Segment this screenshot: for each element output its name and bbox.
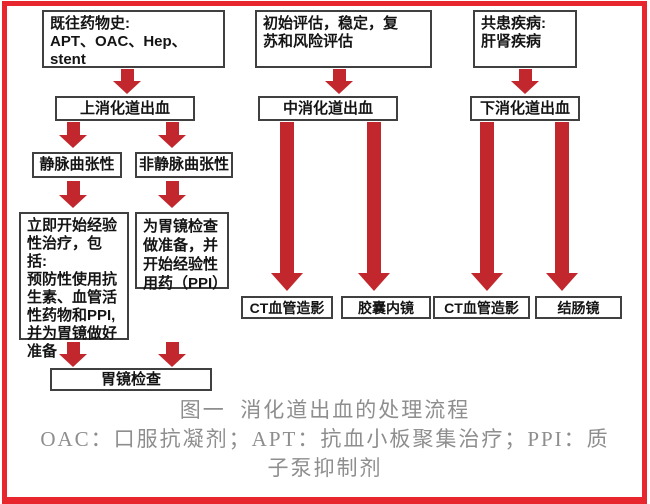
node-non-variceal: 非静脉曲张性	[135, 152, 233, 178]
node-initial-assessment: 初始评估，稳定，复 苏和风险评估	[255, 10, 432, 68]
node-comorbidity: 共患疾病: 肝肾疾病	[473, 10, 577, 68]
arrow-down-icon	[59, 122, 87, 148]
node-ct-angiography-mid: CT血管造影	[241, 296, 333, 319]
arrow-down-icon	[471, 122, 503, 291]
node-colonoscopy: 结肠镜	[535, 296, 622, 319]
node-upper-gi-bleeding: 上消化道出血	[55, 96, 195, 121]
arrow-down-icon	[158, 181, 186, 208]
node-empiric-treatment: 立即开始经验 性治疗，包括: 预防性使用抗 生素、血管活 性药物和PPI, 并为…	[19, 212, 129, 360]
figure-title: 图一 消化道出血的处理流程	[179, 398, 471, 422]
arrow-down-icon	[325, 69, 353, 94]
figure-legend-line2: 子泵抑制剂	[267, 456, 383, 480]
node-ct-angiography-lower: CT血管造影	[433, 296, 530, 319]
node-prepare-endoscopy: 为胃镜检查 做准备，并 开始经验性 用药（PPI）	[135, 212, 229, 292]
node-medication-history: 既往药物史: APT、OAC、Hep、 stent	[42, 10, 225, 68]
arrow-down-icon	[546, 122, 578, 291]
arrow-down-icon	[59, 342, 87, 367]
node-variceal: 静脉曲张性	[32, 152, 122, 178]
arrow-down-icon	[511, 69, 539, 94]
arrow-down-icon	[358, 122, 390, 291]
node-lower-gi-bleeding: 下消化道出血	[470, 96, 580, 121]
arrow-down-icon	[113, 69, 141, 94]
arrow-down-icon	[59, 181, 87, 208]
arrow-down-icon	[158, 342, 186, 367]
arrow-down-icon	[158, 122, 186, 148]
node-mid-gi-bleeding: 中消化道出血	[258, 96, 398, 121]
arrow-down-icon	[271, 122, 303, 291]
figure-legend-line1: OAC：口服抗凝剂；APT：抗血小板聚集治疗；PPI：质	[40, 427, 610, 451]
figure-caption: 图一 消化道出血的处理流程 OAC：口服抗凝剂；APT：抗血小板聚集治疗；PPI…	[0, 396, 650, 483]
node-gastroscopy: 胃镜检查	[50, 368, 212, 391]
node-capsule-endoscopy: 胶囊内镜	[341, 296, 431, 319]
